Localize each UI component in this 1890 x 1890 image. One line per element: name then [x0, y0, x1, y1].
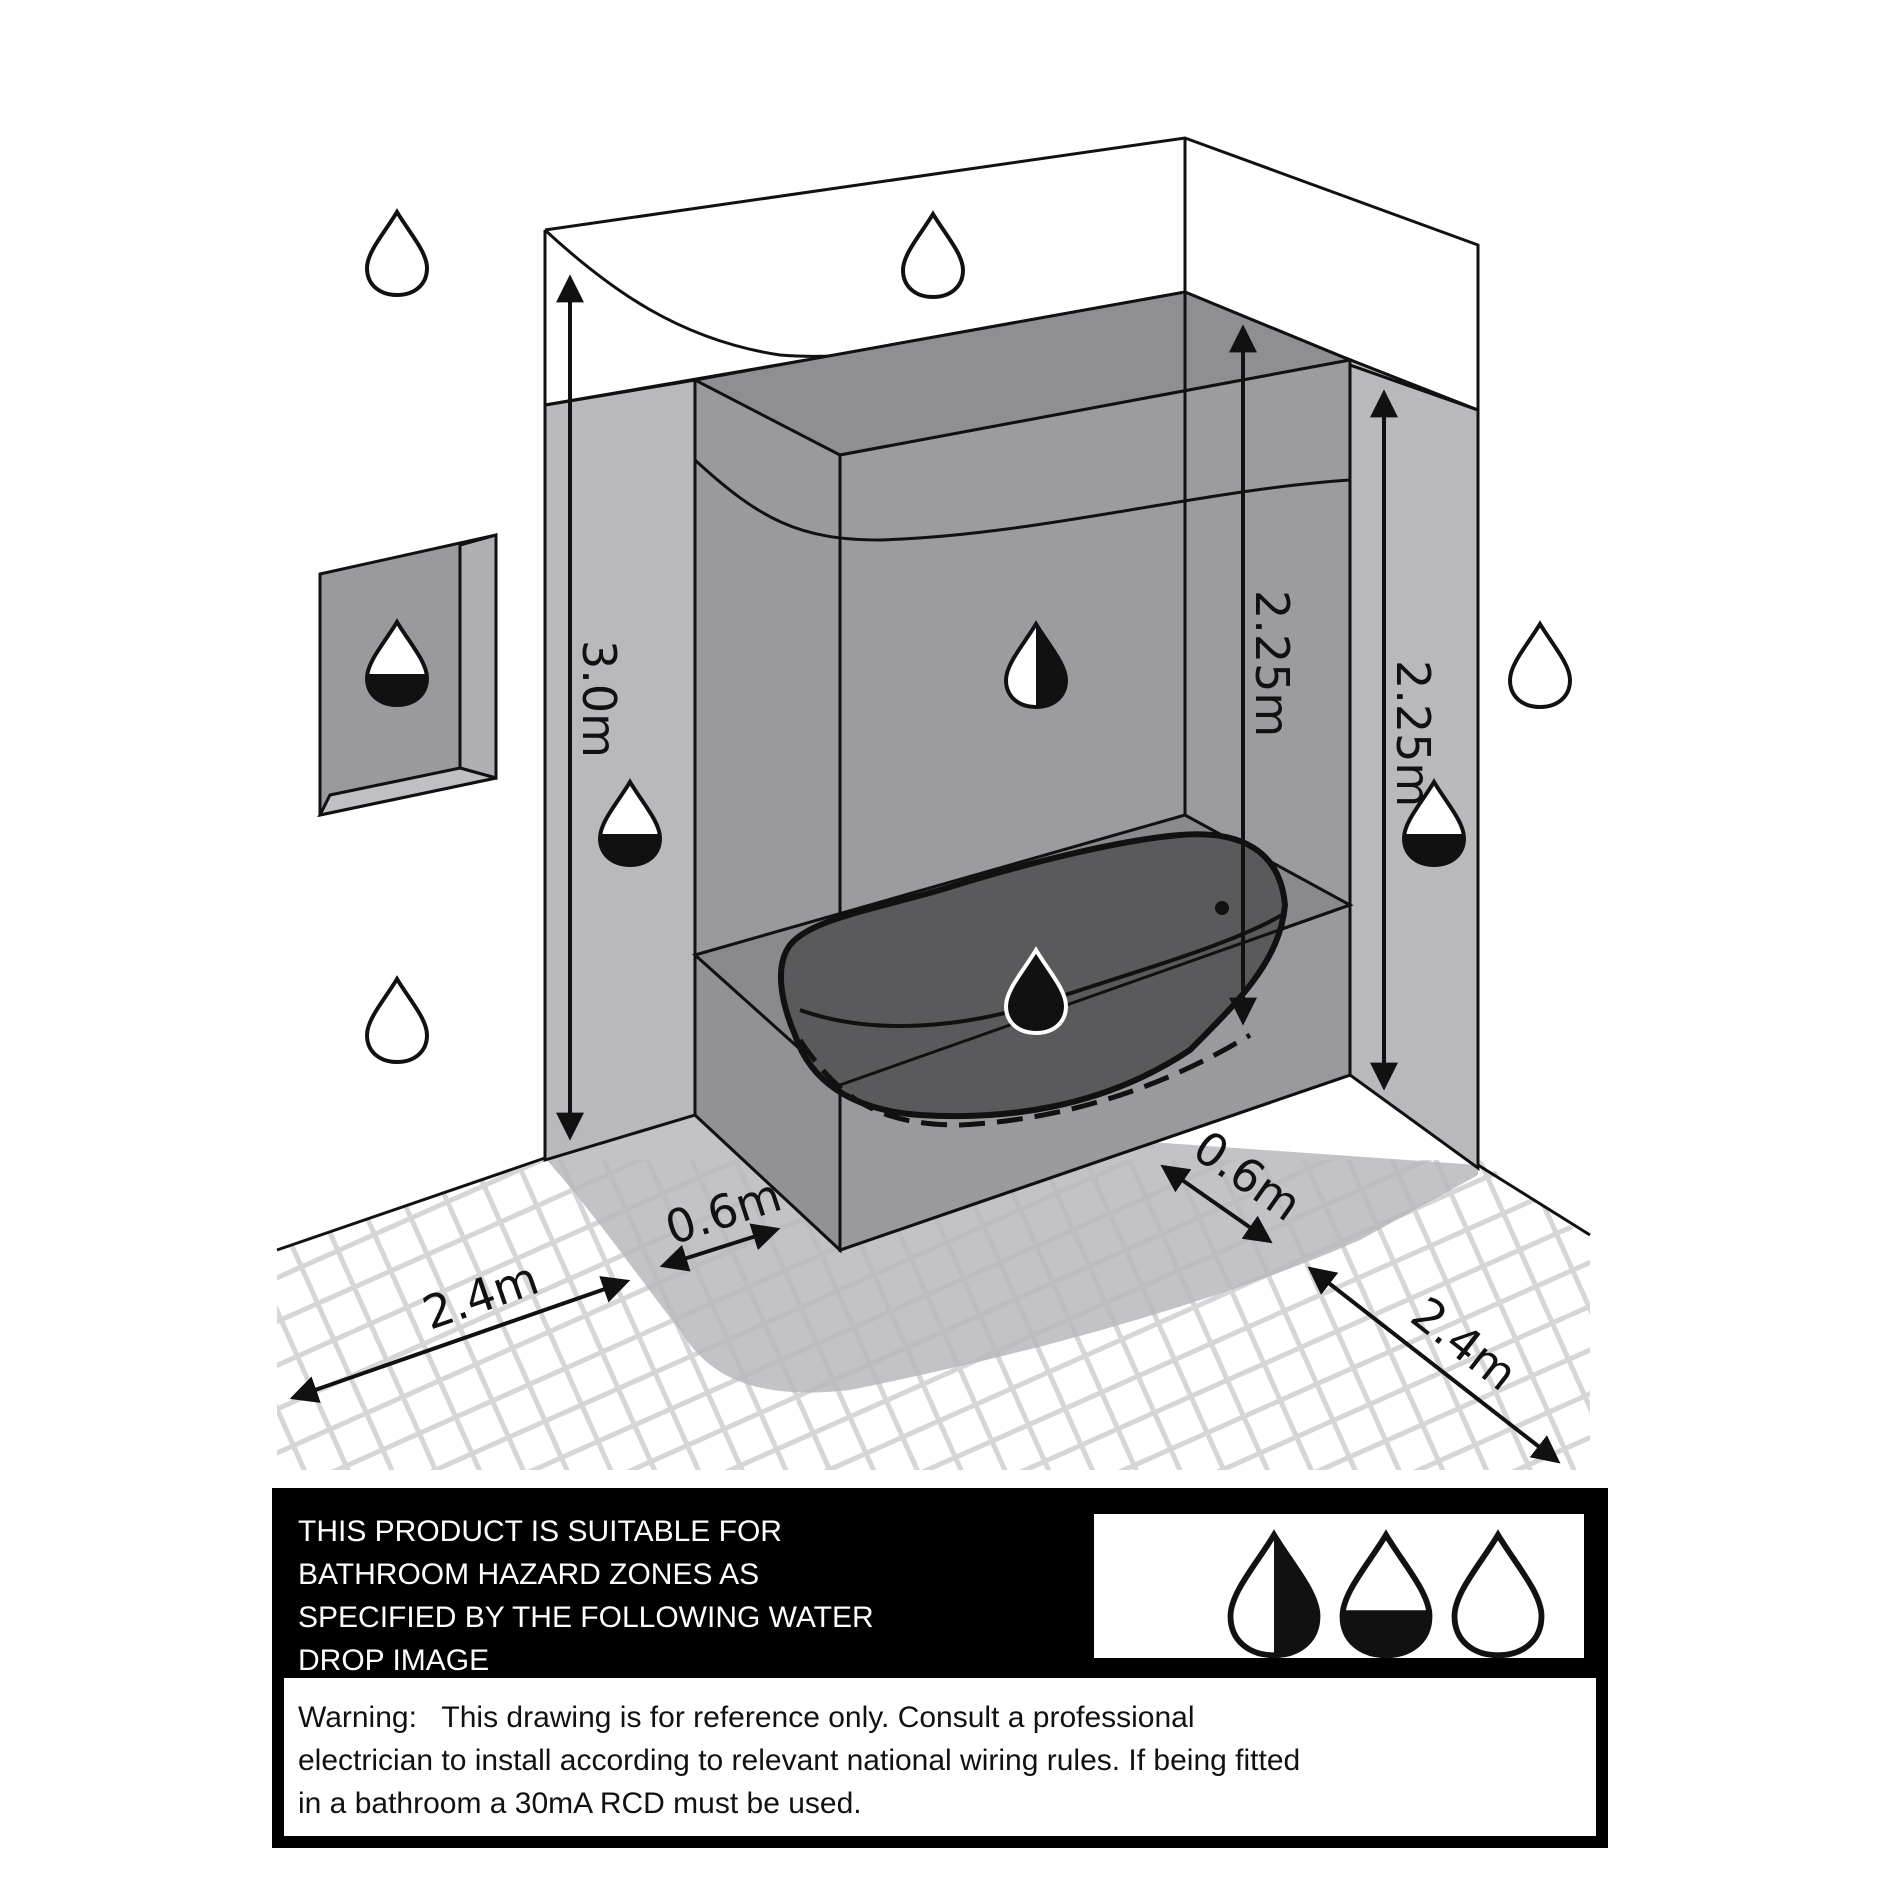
- width-left-zone2-arrow: [659, 1223, 781, 1272]
- suitability-line: SPECIFIED BY THE FOLLOWING WATER: [298, 1601, 874, 1634]
- drop-icons: [365, 210, 1572, 1064]
- dimension-arrows: [289, 274, 1561, 1464]
- height-total-label: 3.0m: [572, 640, 626, 758]
- cabinet-drop-icon: [365, 620, 429, 707]
- zone2-right-drop-icon: [1402, 780, 1466, 867]
- floor-wall-edge-left: [276, 1156, 546, 1252]
- zone2-left-wall: [543, 378, 697, 1163]
- bath-end-panel: [693, 951, 842, 1254]
- right-wall-drop-icon: [1508, 622, 1572, 709]
- info-panel: THIS PRODUCT IS SUITABLE FOR BATHROOM HA…: [272, 1488, 1608, 1848]
- zone1-drop-icon: [1004, 622, 1068, 709]
- top-zone-drop-icon: [901, 212, 965, 299]
- bath-overflow: [1215, 901, 1229, 915]
- width-right-zone2-arrow: [1160, 1164, 1273, 1244]
- half-vertical-drop-icon: [1227, 1529, 1321, 1658]
- lower-left-drop-icon: [365, 977, 429, 1064]
- bathtub-hidden-edge: [797, 1032, 1252, 1128]
- warning-box: Warning: This drawing is for reference o…: [284, 1678, 1596, 1836]
- zone2-curve: [693, 458, 1351, 542]
- warning-line: Warning: This drawing is for reference o…: [298, 1701, 1195, 1734]
- warning-line: in a bathroom a 30mA RCD must be used.: [298, 1787, 862, 1820]
- empty-drop-icon: [1451, 1529, 1545, 1658]
- bath-wall-line: [839, 903, 1351, 1087]
- floor-wall-edge-right: [1477, 1163, 1591, 1237]
- zone2-left-drop-icon: [598, 780, 662, 867]
- outer-left-arrow: [289, 1276, 631, 1403]
- outside-zone-drop-icon: [365, 210, 429, 297]
- suitable-drops-box: [1094, 1514, 1584, 1658]
- height-zone1-side-label: 2.25m: [1386, 660, 1440, 807]
- suitability-line: BATHROOM HAZARD ZONES AS: [298, 1558, 760, 1591]
- half-bottom-drop-icon: [1339, 1529, 1433, 1658]
- suitability-statement: THIS PRODUCT IS SUITABLE FOR BATHROOM HA…: [298, 1510, 918, 1682]
- outer-right-arrow: [1307, 1266, 1561, 1464]
- suitability-line: DROP IMAGE: [298, 1644, 490, 1677]
- warning-line: electrician to install according to rele…: [298, 1744, 1301, 1777]
- suitability-line: THIS PRODUCT IS SUITABLE FOR: [298, 1515, 782, 1548]
- height-zone1-front-label: 2.25m: [1245, 590, 1299, 737]
